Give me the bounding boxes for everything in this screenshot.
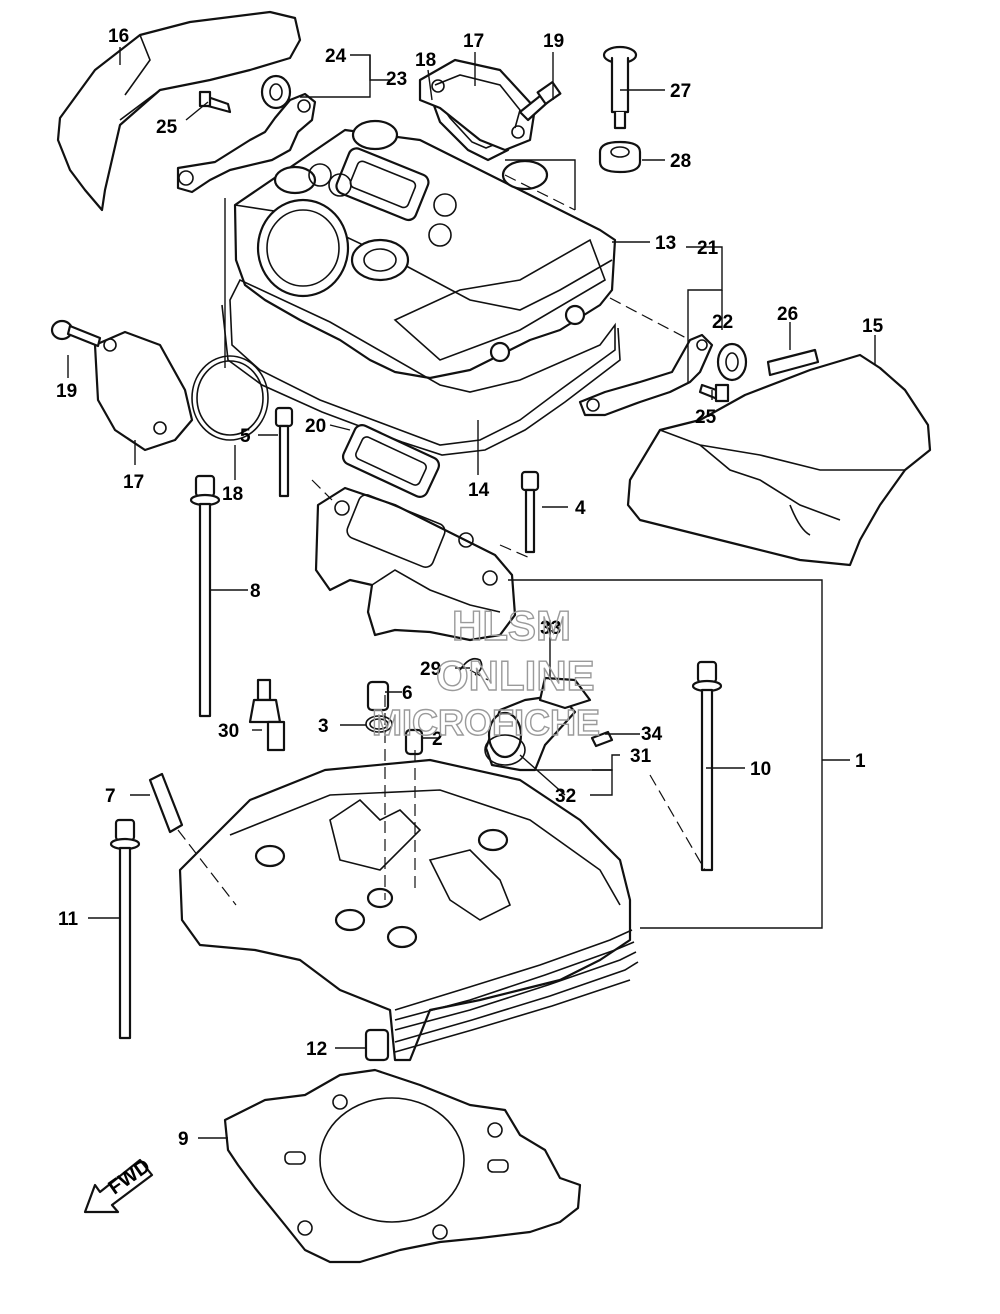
part-6-dowel[interactable] [366,680,390,712]
part-4-bolt[interactable] [520,470,540,554]
label-2: 2 [432,729,443,750]
part-29-clip[interactable] [459,657,483,676]
label-11: 11 [58,909,79,930]
label-5: 5 [240,426,251,447]
fwd-arrow-icon: FWD [83,1155,154,1214]
label-7: 7 [105,786,116,807]
part-21-bracket[interactable] [578,333,714,417]
part-23-bracket[interactable] [176,92,317,194]
part-27-bolt[interactable] [602,45,638,130]
label-26: 26 [777,304,798,325]
label-14: 14 [468,480,490,501]
label-10: 10 [750,759,771,780]
part-22-grommet[interactable] [716,342,748,382]
watermark: HLSM ONLINE MICROFICHE [371,601,600,743]
part-24-grommet[interactable] [260,74,292,110]
label-32: 32 [555,786,576,807]
label-25-lower: 25 [695,407,717,428]
label-19-upper: 19 [543,31,564,52]
label-1: 1 [855,751,866,772]
label-9: 9 [178,1129,189,1150]
watermark-line3: MICROFICHE [372,702,600,743]
label-8: 8 [250,581,261,602]
label-4: 4 [575,498,586,519]
label-28: 28 [670,151,691,172]
reference-lines [177,174,706,906]
label-27: 27 [670,81,691,102]
part-30-spark-plug[interactable] [248,678,286,752]
label-20: 20 [305,416,326,437]
part-20-gasket[interactable] [340,423,441,500]
label-25-upper: 25 [156,117,178,138]
label-30: 30 [218,721,239,742]
label-19-left: 19 [56,381,77,402]
label-3: 3 [318,716,329,737]
part-32-oring[interactable] [484,734,526,766]
label-33: 33 [540,618,561,639]
label-16: 16 [108,26,129,47]
part-34-screw[interactable] [590,730,614,748]
part-7-stud[interactable] [148,772,184,834]
label-17-upper: 17 [463,31,484,52]
part-28-washer[interactable] [598,140,642,174]
part-14-cover-gasket[interactable] [221,278,621,456]
part-8-bolt[interactable] [189,474,221,718]
watermark-line2: ONLINE [436,652,595,699]
part-3-oring[interactable] [365,715,393,733]
label-17-left: 17 [123,472,144,493]
label-13: 13 [655,233,676,254]
part-15-side-cover[interactable] [626,353,932,567]
label-21: 21 [697,238,719,259]
part-5-bolt[interactable] [274,406,294,498]
part-1-cylinder-head[interactable] [178,758,639,1062]
label-15: 15 [862,316,884,337]
part-17-cover-left[interactable] [93,330,194,452]
part-9-head-gasket[interactable] [223,1068,582,1264]
part-18-oring-left[interactable] [191,355,269,441]
part-10-bolt[interactable] [691,660,723,872]
watermark-line1: HLSM [452,602,571,649]
part-25-bolt-lower[interactable] [698,383,730,403]
camshaft-holder[interactable] [314,486,517,642]
part-33-clamp[interactable] [538,676,592,710]
part-16-shield[interactable] [56,10,302,212]
label-18-upper: 18 [415,50,436,71]
label-29: 29 [420,659,441,680]
part-17-cover-upper[interactable] [418,58,537,152]
part-26-pad[interactable] [766,348,820,377]
part-25-bolt-upper[interactable] [198,90,232,114]
part-19-bolt-left[interactable] [50,319,102,348]
label-31: 31 [630,746,652,767]
part-11-bolt[interactable] [109,818,141,1040]
label-22: 22 [712,312,733,333]
part-12-dowel[interactable] [364,1028,390,1062]
label-18-left: 18 [222,484,243,505]
leader-lines [67,47,876,1139]
label-12: 12 [306,1039,327,1060]
label-23: 23 [386,69,407,90]
part-2-dowel[interactable] [404,728,424,756]
part-31-intake-pipe[interactable] [484,693,577,772]
part-13-head-cover[interactable] [233,119,617,380]
label-24: 24 [325,46,347,67]
callout-labels: 16 24 23 25 18 17 19 27 28 13 21 22 26 1… [56,26,884,1150]
label-6: 6 [402,683,413,704]
label-34: 34 [641,724,663,745]
